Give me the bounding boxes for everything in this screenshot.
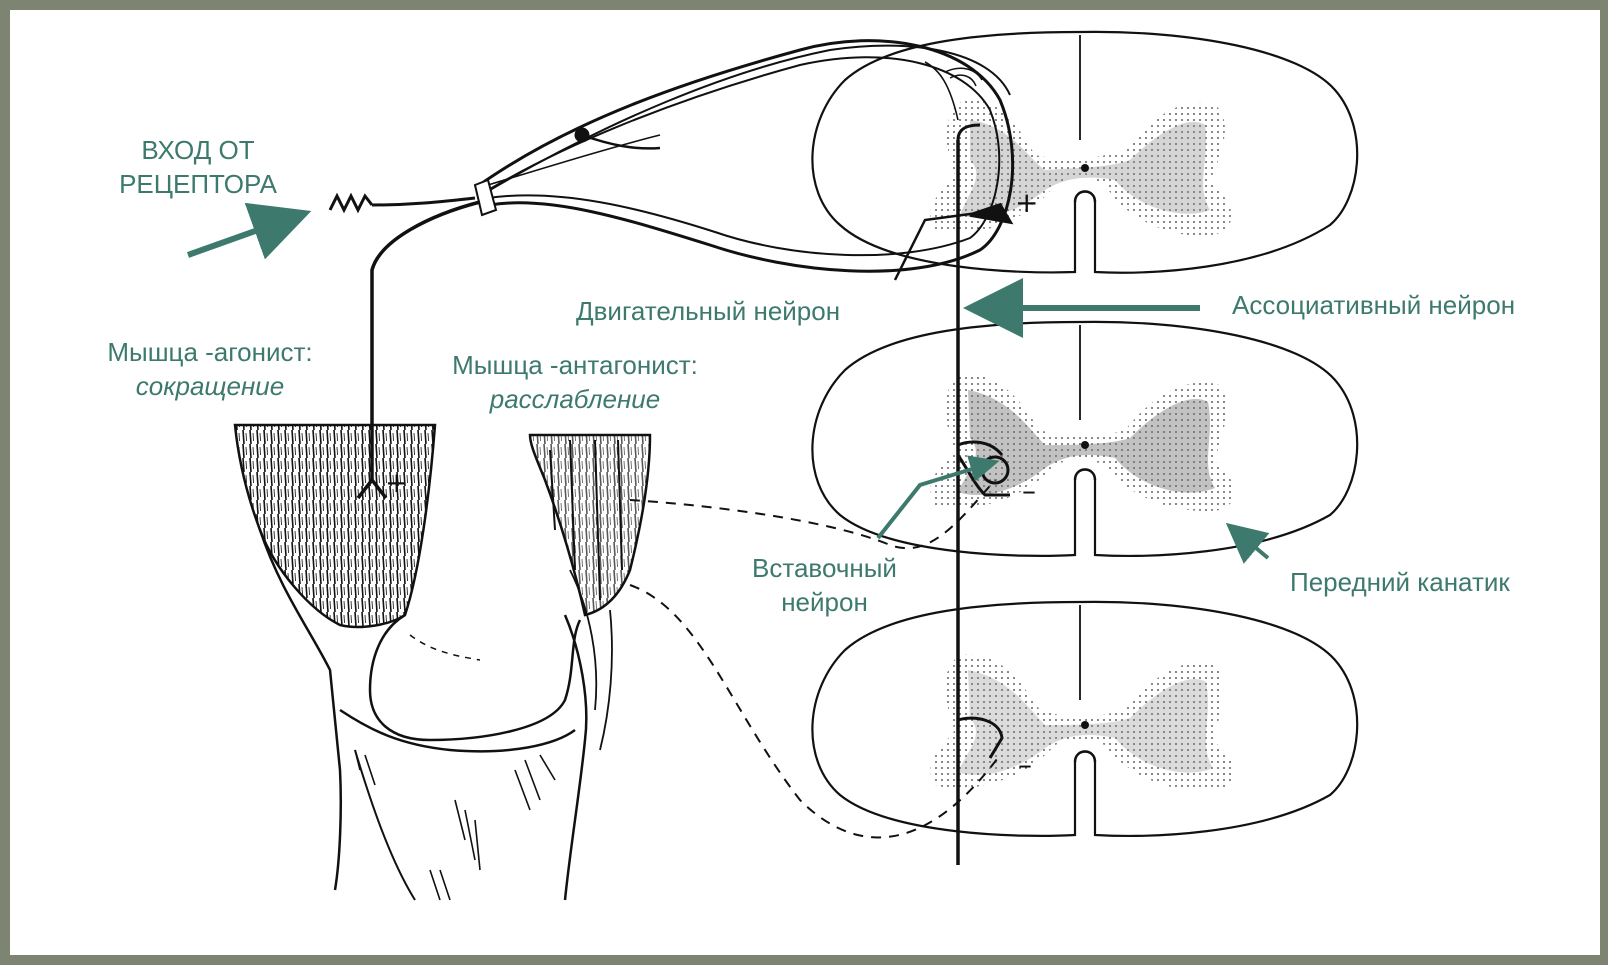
interneuron-line1: Вставочный	[732, 551, 917, 585]
interneuron-line2: нейрон	[732, 585, 917, 619]
receptor-ending	[330, 196, 475, 210]
spinal-segment-upper	[812, 32, 1357, 273]
association-neuron-label: Ассоциативный нейрон	[1232, 288, 1515, 322]
diagram-frame: ВХОД ОТ РЕЦЕПТОРА Двигательный нейрон Ас…	[10, 10, 1600, 955]
anterior-funiculus-label: Передний канатик	[1290, 565, 1510, 599]
receptor-input-label: ВХОД ОТ РЕЦЕПТОРА	[98, 133, 298, 201]
antagonist-line2: расслабление	[425, 382, 725, 416]
antagonist-muscle	[530, 435, 650, 615]
receptor-arrow	[188, 215, 300, 255]
spinal-segment-lower	[812, 602, 1357, 836]
agonist-muscle	[235, 425, 435, 627]
antagonist-line1: Мышца -антагонист:	[425, 348, 725, 382]
interneuron-label: Вставочный нейрон	[732, 551, 917, 619]
motor-neuron-label: Двигательный нейрон	[576, 294, 840, 328]
agonist-label: Мышца -агонист: сокращение	[80, 335, 340, 403]
receptor-input-line2: РЕЦЕПТОРА	[98, 167, 298, 201]
agonist-line1: Мышца -агонист:	[80, 335, 340, 369]
inhibit-sign-middle: –	[1022, 474, 1036, 507]
receptor-input-line1: ВХОД ОТ	[98, 133, 298, 167]
agonist-line2: сокращение	[80, 369, 340, 403]
excite-sign-agonist: +	[385, 466, 408, 499]
antagonist-label: Мышца -антагонист: расслабление	[425, 348, 725, 416]
inhibit-sign-lower: –	[1018, 748, 1032, 781]
excite-sign-motor: +	[1015, 186, 1038, 219]
tibia-shading	[355, 750, 555, 900]
